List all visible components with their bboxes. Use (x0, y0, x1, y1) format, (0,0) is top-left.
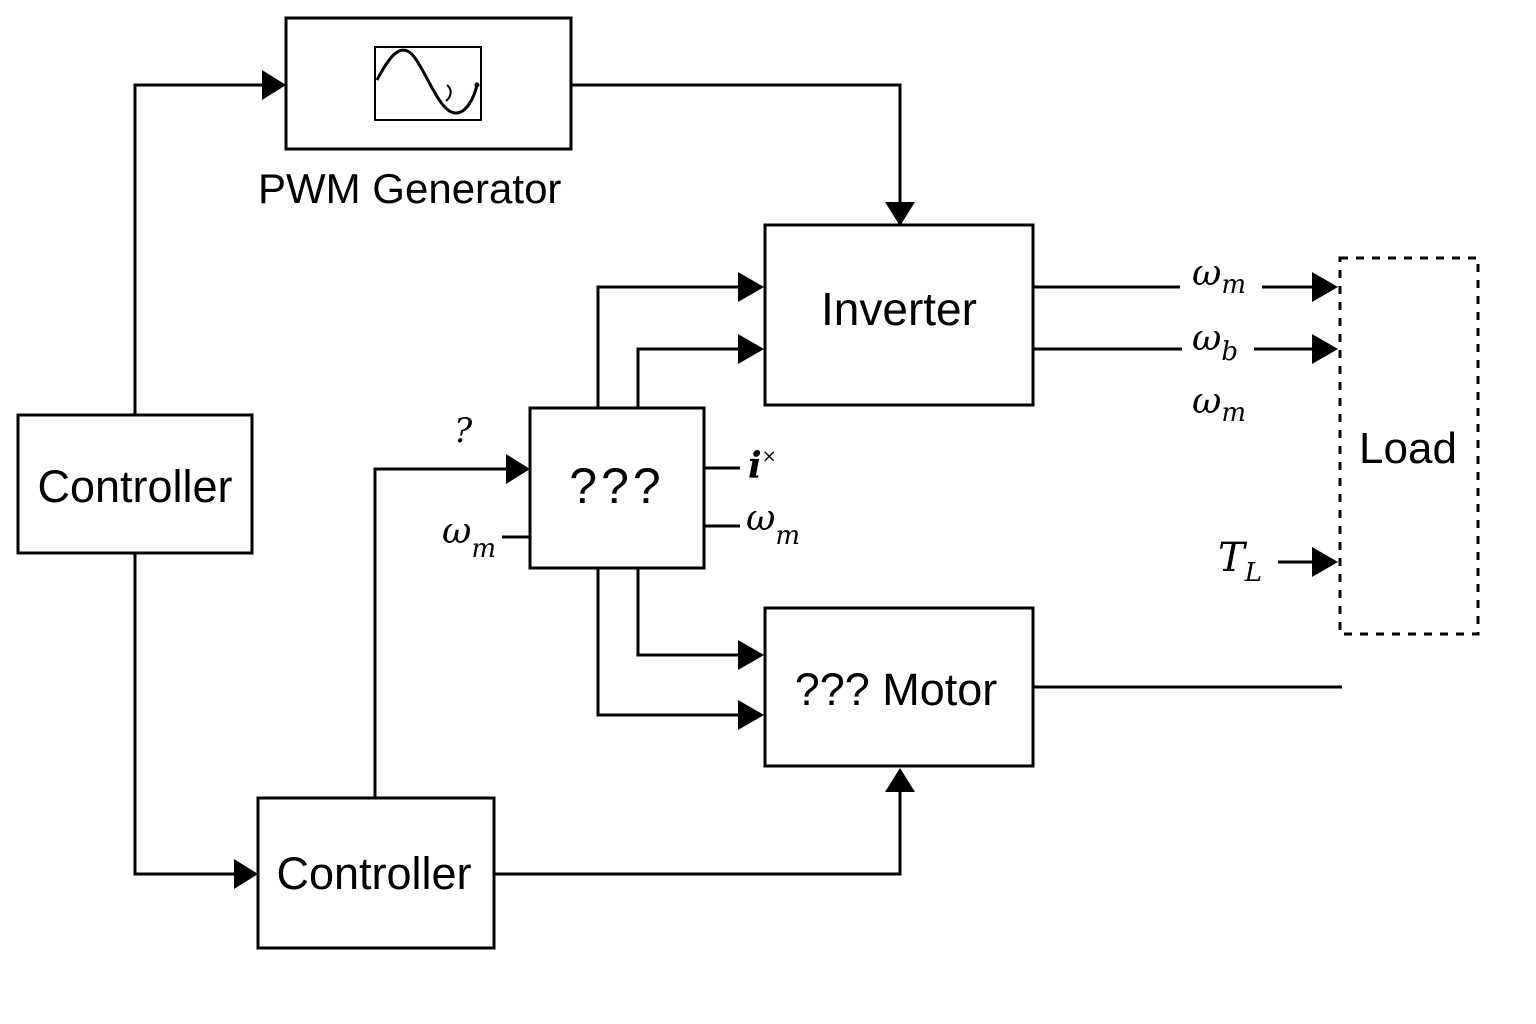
arrow-head (1312, 547, 1338, 577)
controller-left-block[interactable]: Controller (16, 413, 254, 555)
load-torque-label: TL (1218, 535, 1262, 588)
i-star-label: i× (748, 445, 777, 487)
wire-unknown-to-motor-2 (596, 568, 742, 717)
arrow-head (1312, 334, 1338, 364)
omega-m-input-label: ωm (442, 511, 496, 564)
load-label: Load (1359, 424, 1457, 473)
controller-left-label: Controller (37, 461, 232, 512)
wire-controller-to-bottom-controller (133, 553, 234, 876)
arrow-head (738, 700, 764, 730)
omega-m-output-label: ωm (746, 498, 800, 551)
controller-bottom-block[interactable]: Controller (256, 796, 496, 950)
motor-label: ??? Motor (795, 664, 998, 715)
wire-unknown-to-motor-1 (636, 568, 742, 657)
wire-pwm-to-inverter (572, 83, 902, 202)
wire-bottom-controller-to-unknown (373, 467, 506, 798)
pwm-generator-block[interactable] (284, 16, 573, 151)
arrow-head (885, 202, 915, 226)
arrow-head (506, 454, 530, 484)
unknown-input-label: ? (454, 411, 473, 451)
inverter-block[interactable]: Inverter (763, 223, 1035, 407)
sine-wave-icon (374, 46, 482, 121)
load-block[interactable]: Load (1338, 256, 1480, 636)
inverter-label: Inverter (821, 283, 977, 335)
controller-bottom-label: Controller (276, 848, 471, 899)
arrow-head (738, 334, 764, 364)
wire-unknown-to-inverter-2 (636, 347, 742, 408)
arrow-head (885, 768, 915, 792)
motor-block[interactable]: ??? Motor (763, 606, 1035, 768)
load-omega-m-label-1: ωm (1192, 253, 1246, 300)
load-omega-b-label: ωb (1192, 318, 1238, 367)
wire-controller-to-pwm (133, 83, 262, 415)
arrow-head (1312, 272, 1338, 302)
load-omega-m-label-2: ωm (1192, 381, 1246, 428)
arrow-head (262, 70, 286, 100)
arrow-head (738, 272, 764, 302)
arrow-head (234, 859, 258, 889)
wire-unknown-to-inverter-1 (596, 285, 742, 408)
unknown-block-label: ??? (569, 458, 664, 514)
wire-bottom-controller-to-motor (494, 792, 902, 876)
unknown-block[interactable]: ??? (528, 406, 706, 570)
arrow-head (738, 640, 764, 670)
pwm-generator-label: PWM Generator (258, 165, 561, 212)
